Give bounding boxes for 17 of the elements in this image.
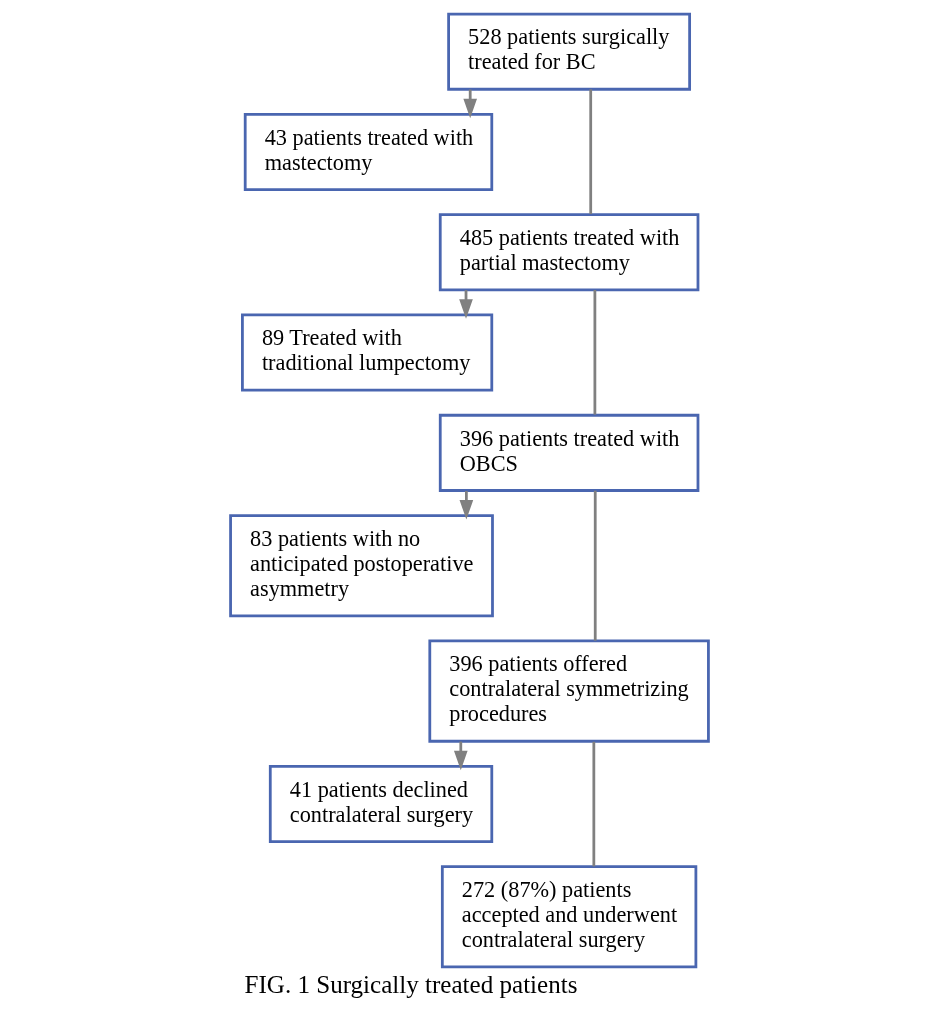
node-box: 89 Treated with traditional lumpectomy [240,313,493,392]
node-box: 41 patients declined contralateral surgery [268,764,493,843]
node-box: 485 patients treated with partial mastectomy [438,213,699,292]
node-box: 396 patients treated with OBCS [438,413,699,492]
arrow [453,741,468,771]
connector [591,741,595,867]
node-box: 396 patients offered contralateral symmetrizing procedures [427,639,710,743]
arrow [462,89,477,119]
node-box: 528 patients surgically treated for BC [446,12,691,91]
connector [588,89,592,214]
connector [593,490,597,641]
node-box: 272 (87%) patients accepted and underwent contralateral surgery [440,865,697,969]
node-box: 83 patients with no anticipated postoperative asymmetry [228,514,494,618]
arrow [459,491,473,520]
caption: FIG. 1 Surgically treated patients [244,970,577,998]
node-box: 43 patients treated with mastectomy [243,112,493,191]
connector [593,290,596,415]
